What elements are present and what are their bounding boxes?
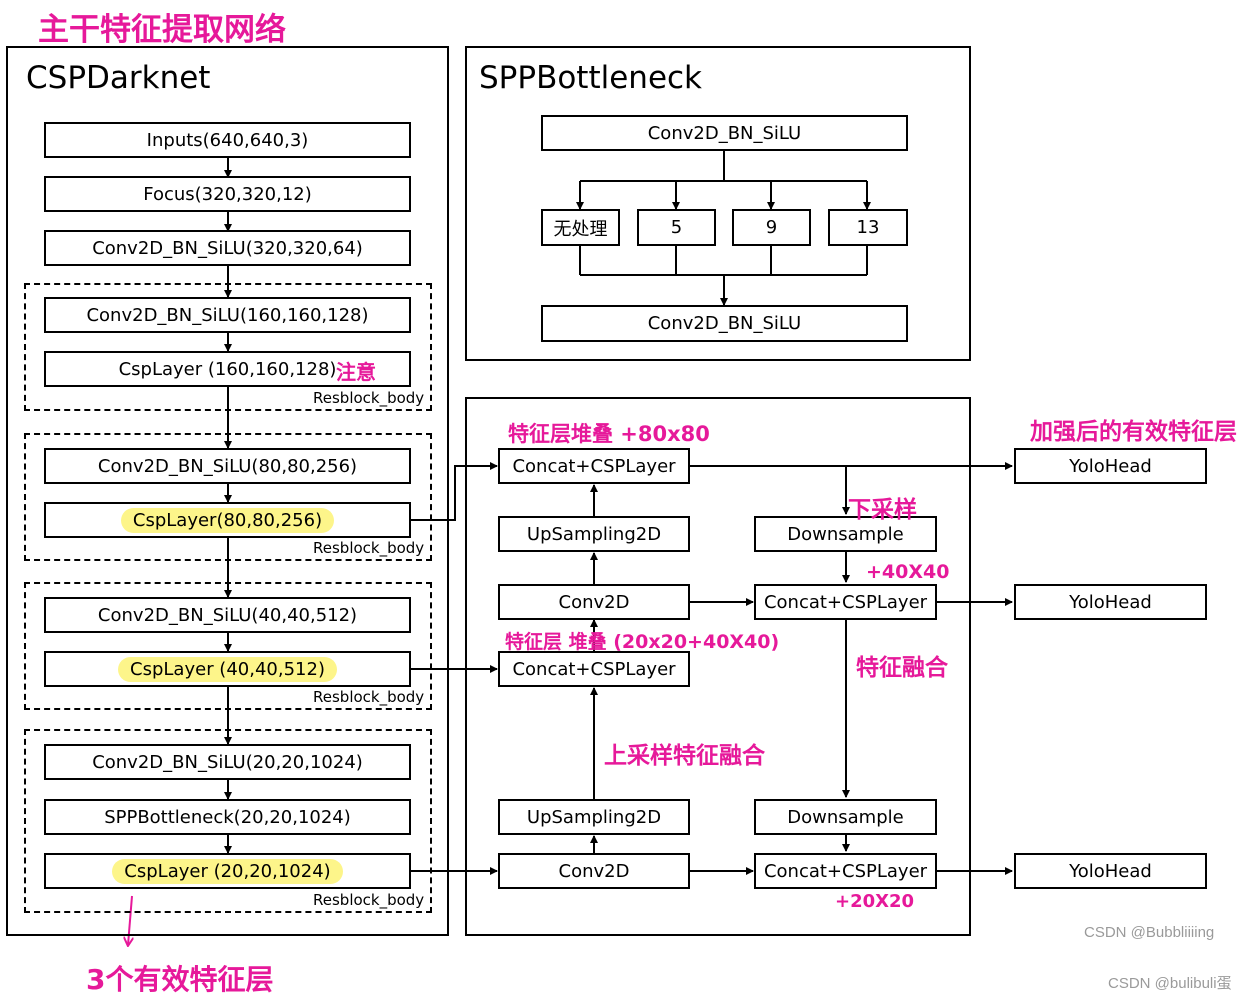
csp-layer-4: CspLayer (20,20,1024) (44, 853, 411, 889)
concat-mid: Concat+CSPLayer (498, 651, 690, 687)
spp-branch-5: 5 (637, 209, 716, 246)
downsample-top-label: Downsample (787, 523, 904, 545)
conv-block-1: Conv2D_BN_SiLU(320,320,64) (44, 230, 411, 266)
spp-block: SPPBottleneck(20,20,1024) (44, 799, 411, 835)
csp-layer-2: CspLayer(80,80,256) (44, 502, 411, 538)
conv-bottom: Conv2D (498, 853, 690, 889)
csp-layer-label-2: CspLayer(80,80,256) (120, 507, 335, 533)
conv-block-5: Conv2D_BN_SiLU(20,20,1024) (44, 744, 411, 780)
resblock-group-1 (24, 283, 432, 411)
watermark-1: CSDN @Bubbliiiing (1084, 924, 1215, 941)
resblock-group-2 (24, 433, 432, 561)
csp-layer-3: CspLayer (40,40,512) (44, 651, 411, 687)
spp-conv-top: Conv2D_BN_SiLU (541, 115, 908, 151)
resblock-label-4: Resblock_body (313, 891, 425, 909)
downsample-bottom-label: Downsample (787, 806, 904, 828)
concat-mid-label: Concat+CSPLayer (512, 658, 676, 680)
yolohead-3-label: YoloHead (1069, 860, 1152, 882)
yolohead-3: YoloHead (1014, 853, 1207, 889)
concat-right-bottom-label: Concat+CSPLayer (763, 860, 928, 882)
three-layers-annotation: 3个有效特征层 (86, 963, 274, 996)
upsample-bottom-label: UpSampling2D (526, 806, 662, 828)
resblock-label-3: Resblock_body (313, 688, 425, 706)
plus-40-annotation: +40X40 (866, 561, 950, 583)
sppbottleneck-title: SPPBottleneck (479, 60, 703, 96)
focus-block: Focus(320,320,12) (44, 176, 411, 212)
backbone-annotation: 主干特征提取网络 (38, 12, 286, 48)
resblock-group-4 (24, 729, 432, 913)
spp-branch-9-label: 9 (765, 217, 778, 238)
fpn-panel (465, 397, 971, 936)
spp-branch-none-label: 无处理 (553, 218, 608, 240)
cspdarknet-title: CSPDarknet (26, 60, 211, 96)
upsample-top-label: UpSampling2D (526, 523, 662, 545)
conv-label-4: Conv2D_BN_SiLU(40,40,512) (97, 604, 358, 626)
note-annotation: 注意 (336, 360, 376, 384)
spp-branch-13-label: 13 (856, 217, 880, 238)
concat-right-mid: Concat+CSPLayer (754, 584, 937, 620)
conv-mid-label: Conv2D (558, 591, 630, 613)
csp-layer-label-3: CspLayer (40,40,512) (118, 656, 337, 682)
spp-conv-bottom: Conv2D_BN_SiLU (541, 305, 908, 342)
resblock-group-3 (24, 582, 432, 710)
yolohead-2: YoloHead (1014, 584, 1207, 620)
spp-conv-bottom-label: Conv2D_BN_SiLU (647, 313, 802, 334)
resblock-label-2: Resblock_body (313, 539, 425, 557)
concat-top: Concat+CSPLayer (498, 448, 690, 484)
up-fusion-annotation: 上采样特征融合 (604, 743, 765, 769)
downsample-annotation: 下采样 (848, 497, 917, 523)
concat-top-label: Concat+CSPLayer (512, 455, 676, 477)
concat-right-bottom: Concat+CSPLayer (754, 853, 937, 889)
upsample-top: UpSampling2D (498, 516, 690, 552)
spp-label: SPPBottleneck(20,20,1024) (104, 806, 351, 828)
watermark-2: CSDN @bulibuli蛋 (1108, 975, 1232, 992)
yolohead-1: YoloHead (1014, 448, 1207, 484)
upsample-bottom: UpSampling2D (498, 799, 690, 835)
downsample-bottom: Downsample (754, 799, 937, 835)
conv-mid: Conv2D (498, 584, 690, 620)
spp-branch-13: 13 (828, 209, 908, 246)
spp-branch-9: 9 (732, 209, 811, 246)
enhanced-annotation: 加强后的有效特征层 (1030, 419, 1237, 445)
conv-block-4: Conv2D_BN_SiLU(40,40,512) (44, 597, 411, 633)
conv-label-2: Conv2D_BN_SiLU(160,160,128) (86, 304, 369, 326)
fusion-annotation: 特征融合 (856, 655, 948, 681)
resblock-label-1: Resblock_body (313, 389, 425, 407)
conv-block-2: Conv2D_BN_SiLU(160,160,128) (44, 297, 411, 333)
spp-conv-top-label: Conv2D_BN_SiLU (647, 122, 802, 144)
conv-label-3: Conv2D_BN_SiLU(80,80,256) (97, 455, 358, 477)
yolohead-1-label: YoloHead (1069, 455, 1152, 477)
downsample-top: Downsample (754, 516, 937, 552)
conv-bottom-label: Conv2D (558, 860, 630, 882)
inputs-block: Inputs(640,640,3) (44, 122, 411, 158)
csp-layer-label-1: CspLayer (160,160,128) (118, 358, 337, 380)
conv-label-5: Conv2D_BN_SiLU(20,20,1024) (92, 751, 363, 773)
cspdarknet-panel (6, 46, 449, 936)
concat-right-mid-label: Concat+CSPLayer (763, 591, 928, 613)
spp-branch-5-label: 5 (670, 217, 683, 238)
conv-label-1: Conv2D_BN_SiLU(320,320,64) (92, 237, 363, 259)
csp-layer-label-4: CspLayer (20,20,1024) (112, 858, 343, 884)
spp-branch-none: 无处理 (541, 209, 620, 246)
conv-block-3: Conv2D_BN_SiLU(80,80,256) (44, 448, 411, 484)
stack-80-annotation: 特征层堆叠 +80x80 (508, 422, 710, 446)
stack-20-40-annotation: 特征层 堆叠 (20x20+40X40) (505, 631, 780, 653)
inputs-label: Inputs(640,640,3) (146, 129, 309, 151)
focus-label: Focus(320,320,12) (143, 183, 312, 205)
csp-layer-1: CspLayer (160,160,128) (44, 351, 411, 387)
sppbottleneck-panel (465, 46, 971, 361)
yolohead-2-label: YoloHead (1069, 591, 1152, 613)
plus-20-annotation: +20X20 (835, 891, 915, 912)
